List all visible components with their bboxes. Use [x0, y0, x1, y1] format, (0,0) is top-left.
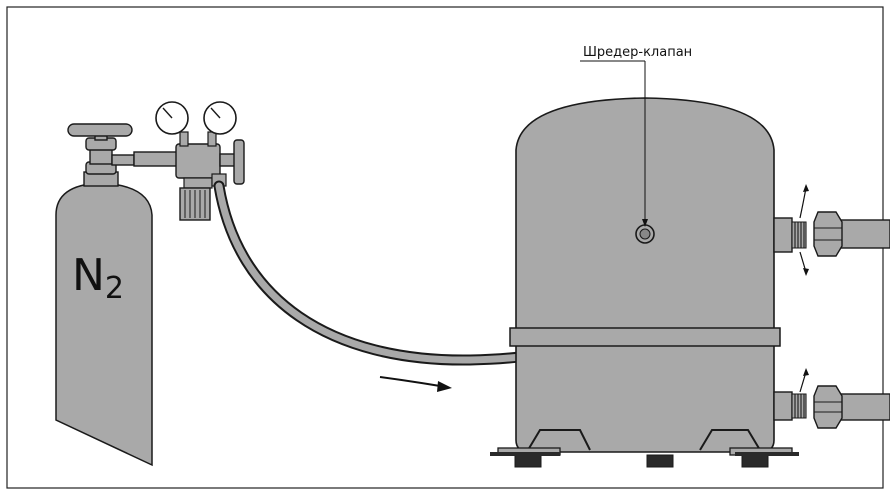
lower-flare-nut	[813, 385, 843, 429]
nitrogen-cylinder: N2	[55, 123, 153, 467]
gas-escape-arrows	[799, 184, 809, 393]
lower-port-collar	[773, 391, 793, 421]
cylinder-symbol: N	[72, 250, 105, 301]
lower-pipe-assembly	[813, 385, 890, 429]
upper-port-collar	[773, 217, 793, 253]
flow-arrow-head	[437, 381, 452, 392]
flow-direction-arrow	[379, 376, 441, 387]
rubber-mount-center	[646, 454, 674, 468]
lower-port-thread	[791, 393, 807, 419]
gas-arrowhead-up-lower	[803, 368, 809, 376]
compressor	[490, 97, 807, 468]
schrader-port-core	[639, 228, 651, 240]
regulator-body	[175, 143, 221, 179]
cylinder-subscript: 2	[105, 271, 124, 306]
upper-flare-nut-facets	[814, 227, 842, 241]
lower-flare-nut-facets	[814, 401, 842, 413]
upper-pipe-assembly	[813, 211, 890, 257]
cylinder-outlet	[111, 154, 135, 166]
schrader-valve-leader-arrowhead	[642, 219, 648, 227]
upper-flare-nut	[813, 211, 843, 257]
gas-arrowhead-down-upper	[803, 268, 809, 276]
pressure-regulator	[133, 101, 245, 221]
high-pressure-gauge-needle	[162, 107, 173, 119]
gas-arrowhead-up-upper	[803, 184, 809, 192]
cylinder-body	[55, 182, 153, 467]
upper-pipe	[837, 219, 890, 249]
base-strip-left	[490, 452, 560, 456]
regulator-adjusting-knob-neck	[183, 177, 213, 189]
cylinder-label: N2	[72, 250, 124, 306]
regulator-inlet-pipe	[133, 151, 183, 167]
compressor-weld-band	[509, 327, 781, 347]
cylinder-handwheel	[67, 123, 133, 137]
knob-knurling	[184, 190, 206, 218]
regulator-outlet-handle	[233, 139, 245, 185]
gauge-stem-right	[207, 131, 217, 147]
upper-port-thread	[791, 221, 807, 249]
rubber-mount-right	[741, 454, 769, 468]
gauge-stem-left	[179, 131, 189, 147]
rubber-mount-left	[514, 454, 542, 468]
lower-pipe	[837, 393, 890, 421]
base-strip-right	[735, 452, 799, 456]
low-pressure-gauge-needle	[210, 107, 221, 119]
schrader-valve-label: Шредер-клапан	[583, 45, 692, 60]
